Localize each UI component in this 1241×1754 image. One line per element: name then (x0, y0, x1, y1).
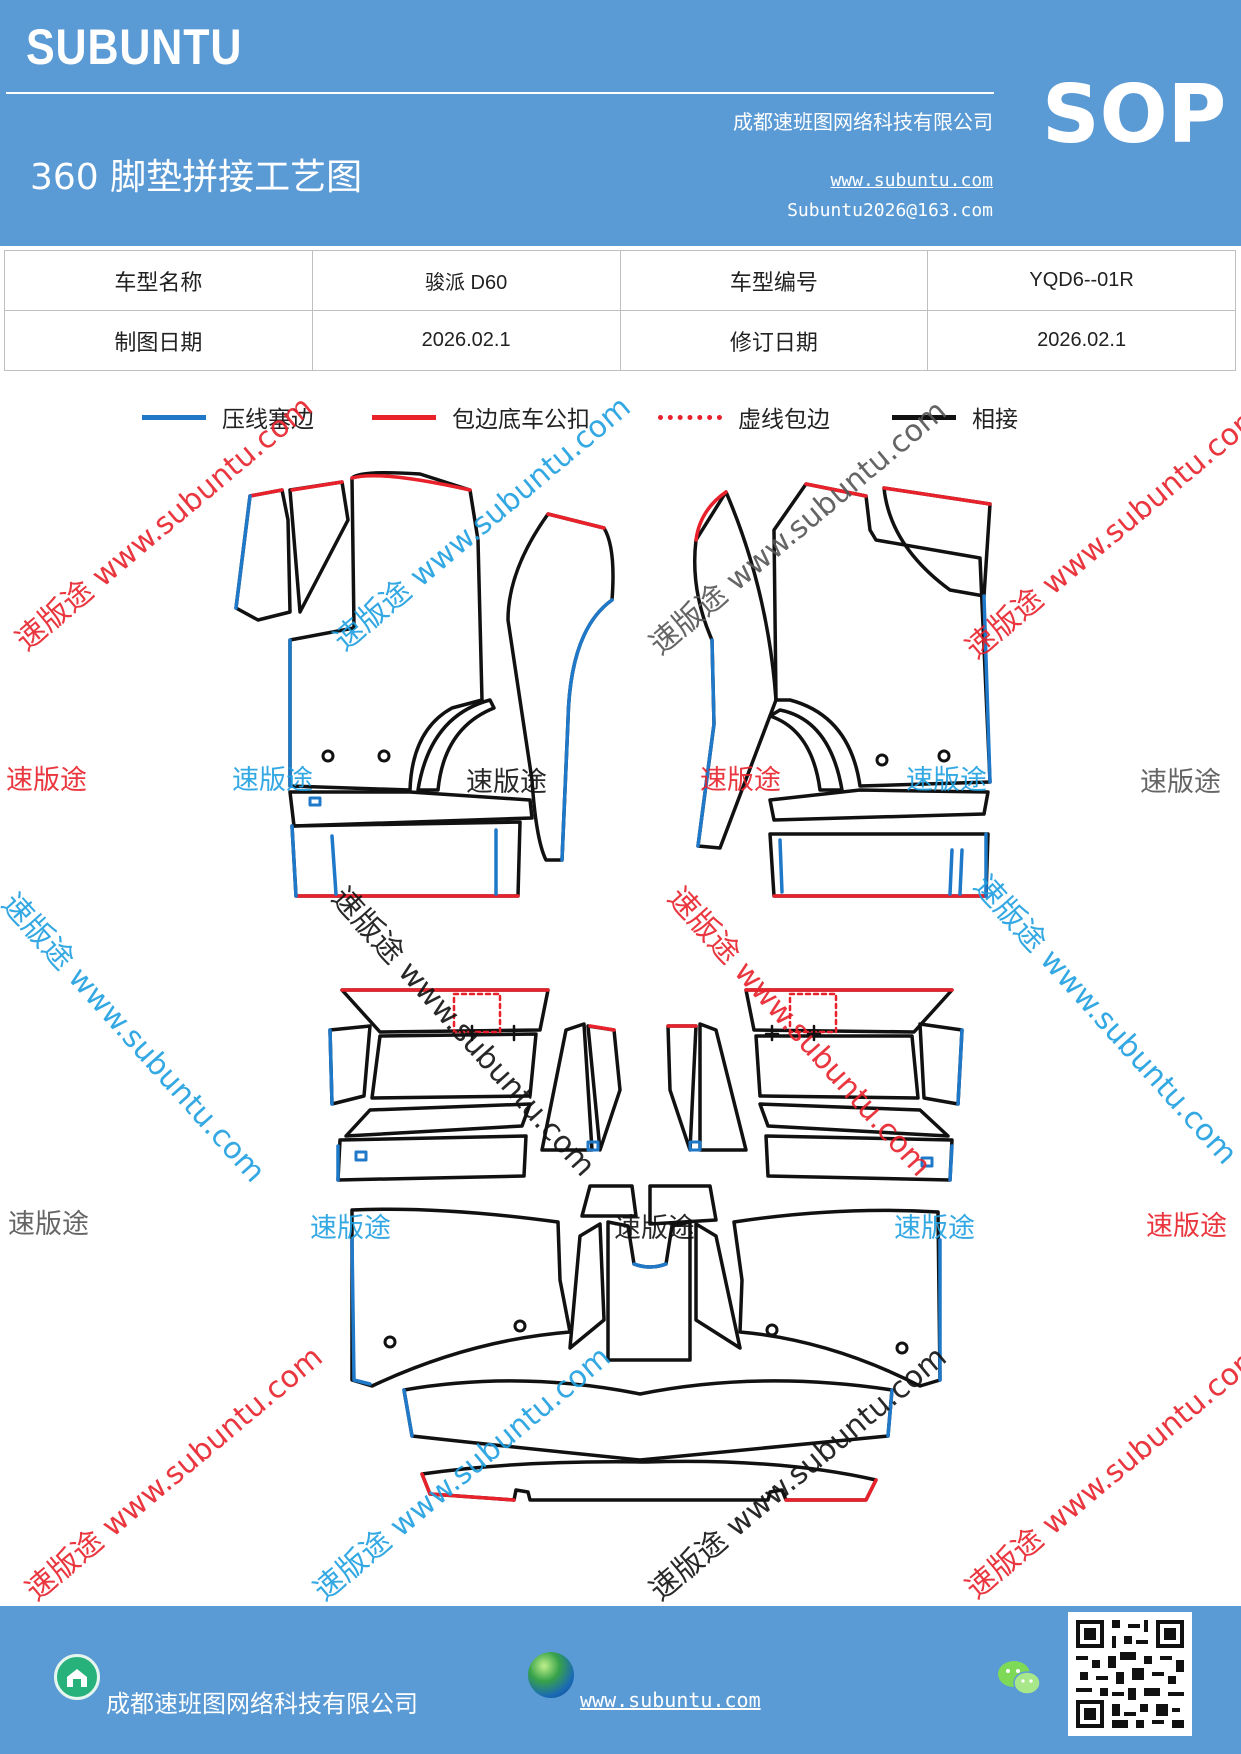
legend-swatch-red-dotted (658, 414, 722, 420)
label-drawing-date: 制图日期 (4, 310, 313, 371)
page-footer: 成都速班图网络科技有限公司 www.subuntu.com (0, 1606, 1241, 1754)
footer-website-link[interactable]: www.subuntu.com (580, 1688, 761, 1712)
legend-swatch-red (372, 414, 436, 420)
front-left-mat (234, 470, 615, 898)
legend-label: 相接 (972, 407, 1018, 433)
legend-label: 压线塞边 (222, 407, 314, 433)
company-home-icon (54, 1654, 100, 1700)
sop-badge: SOP (1042, 68, 1227, 161)
value-model-code: YQD6--01R (927, 250, 1236, 311)
legend-swatch-black (892, 414, 956, 420)
rear-right-mat (666, 988, 964, 1182)
table-row: 车型名称 骏派 D60 车型编号 YQD6--01R (4, 250, 1236, 311)
legend-swatch-blue (142, 414, 206, 420)
value-revision-date: 2026.02.1 (927, 310, 1236, 371)
header-email: Subuntu2026@163.com (787, 200, 993, 221)
header-company: 成都速班图网络科技有限公司 (733, 110, 993, 134)
legend-label: 包边底车公扣 (452, 407, 590, 433)
document-title: 360 脚垫拼接工艺图 (30, 157, 363, 198)
footer-company: 成都速班图网络科技有限公司 (106, 1690, 418, 1718)
table-row: 制图日期 2026.02.1 修订日期 2026.02.1 (4, 310, 1236, 371)
rear-bottom-strips (402, 1379, 894, 1502)
brand-logo: SUBUNTU (26, 19, 243, 75)
legend-item-dotted-binding: 虚线包边 (658, 400, 830, 434)
label-model-code: 车型编号 (619, 250, 929, 311)
rear-left-mat (328, 988, 622, 1182)
rear-floor-mat (350, 1184, 942, 1388)
header-website-link[interactable]: www.subuntu.com (830, 170, 993, 191)
legend-item-red-binding: 包边底车公扣 (372, 400, 590, 434)
vehicle-info-table: 车型名称 骏派 D60 车型编号 YQD6--01R 制图日期 2026.02.… (4, 250, 1236, 371)
qr-code-icon[interactable] (1068, 1612, 1192, 1736)
page-header: SUBUNTU 成都速班图网络科技有限公司 360 脚垫拼接工艺图 www.su… (0, 0, 1241, 246)
label-revision-date: 修订日期 (619, 310, 929, 371)
value-drawing-date: 2026.02.1 (311, 310, 621, 371)
header-divider (6, 92, 994, 94)
wechat-icon (998, 1661, 1041, 1695)
front-right-mat (692, 482, 992, 898)
value-model-name: 骏派 D60 (311, 250, 621, 311)
label-model-name: 车型名称 (4, 250, 313, 311)
legend-item-press-line: 压线塞边 (142, 400, 314, 434)
floor-mat-diagram (234, 470, 992, 1502)
edge-legend: 压线塞边 包边底车公扣 虚线包边 相接 (0, 400, 1241, 440)
globe-icon (528, 1652, 574, 1698)
legend-label: 虚线包边 (738, 407, 830, 433)
legend-item-joined: 相接 (892, 400, 1018, 434)
